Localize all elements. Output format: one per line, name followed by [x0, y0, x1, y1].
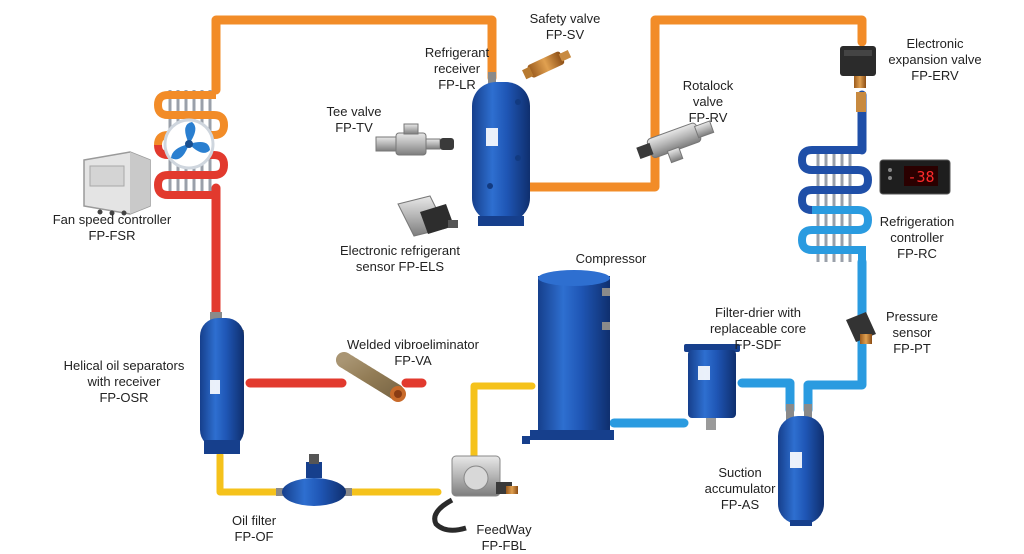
- feedway: [432, 455, 518, 533]
- pipe-liquid-top: [211, 15, 497, 95]
- label-compressor: Compressor: [575, 251, 647, 266]
- label-oil-separator: Helical oil separators with receiver FP-…: [63, 358, 185, 405]
- label-refrigeration-controller: Refrigeration controller FP-RC: [879, 214, 955, 261]
- label-filter-drier: Filter-drier with replaceable core FP-SD…: [709, 305, 807, 352]
- label-feedway: FeedWay FP-FBL: [476, 522, 532, 553]
- compressor: [522, 270, 614, 444]
- rotalock-valve: [636, 120, 715, 164]
- refrigeration-controller: -38: [879, 159, 951, 195]
- label-safety-valve: Safety valve FP-SV: [529, 11, 601, 42]
- controller-display-readout: -38: [907, 168, 934, 186]
- label-electronic-refrigerant-sensor: Electronic refrigerant sensor FP-ELS: [340, 243, 460, 274]
- helical-oil-separator: [200, 312, 244, 454]
- pipe-oil-sep-bottom: [216, 451, 284, 496]
- pipe-liquid-receiver-out: [525, 15, 867, 192]
- electronic-refrigerant-sensor: [397, 195, 458, 237]
- label-fan-speed-controller: Fan speed controller FP-FSR: [52, 212, 172, 243]
- label-rotalock-valve: Rotalock valve FP-RV: [682, 78, 734, 125]
- label-oil-filter: Oil filter FP-OF: [231, 513, 277, 544]
- welded-vibroeliminator: [336, 352, 406, 402]
- label-suction-accumulator: Suction accumulator FP-AS: [704, 465, 776, 512]
- label-tee-valve: Tee valve FP-TV: [326, 104, 382, 135]
- label-expansion-valve: Electronic expansion valve FP-ERV: [888, 36, 982, 83]
- label-refrigerant-receiver: Refrigerant receiver FP-LR: [424, 45, 490, 92]
- label-vibroeliminator: Welded vibroeliminator FP-VA: [347, 337, 479, 368]
- fan-icon: [163, 118, 215, 170]
- refrigerant-receiver: [472, 72, 530, 226]
- pipe-suction-filter: [737, 378, 795, 415]
- evaporator-coil-icon: [797, 146, 873, 262]
- label-pressure-sensor: Pressure sensor FP-PT: [885, 309, 939, 356]
- safety-valve: [522, 49, 572, 80]
- pressure-sensor: [846, 312, 876, 344]
- fan-speed-controller: [83, 151, 151, 216]
- suction-accumulator: [778, 404, 824, 526]
- filter-drier: [684, 344, 740, 430]
- tee-valve: [375, 123, 454, 156]
- pipe-oil-feedway-compressor: [470, 382, 536, 474]
- oil-filter: [276, 454, 352, 506]
- electronic-expansion-valve: [834, 46, 888, 112]
